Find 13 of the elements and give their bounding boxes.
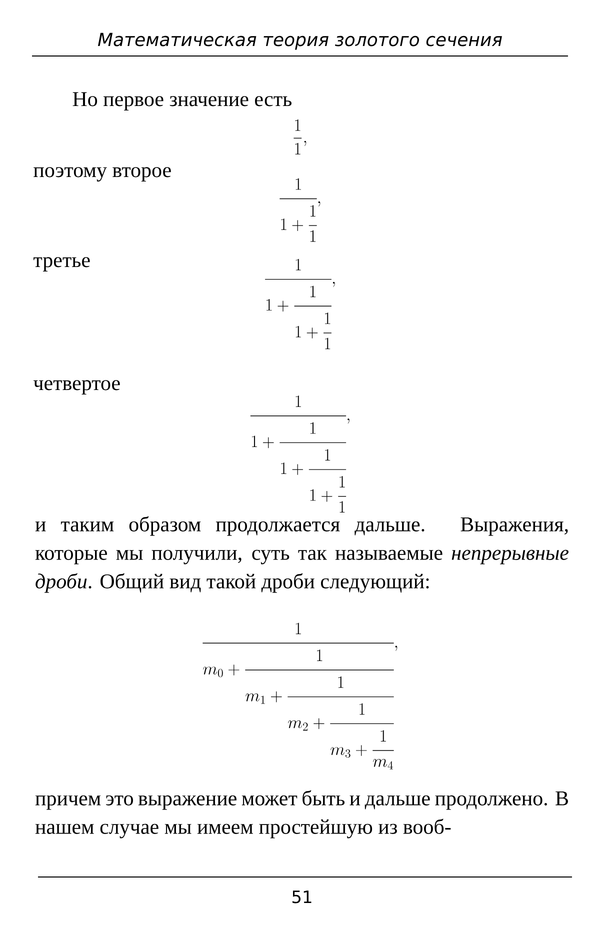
paragraph: и таким образом продолжается дальше. Выражения, которые мы получили, суть так называемые непрерывные дроби. Общий вид такой дроби следующий: xyxy=(35,516,568,593)
body-text: поэтому второе xyxy=(34,167,171,182)
body-text: третье xyxy=(34,257,90,272)
body-text: четвертое xyxy=(34,380,120,394)
body-text: Но первое значение есть xyxy=(72,92,292,110)
page-number: 51 xyxy=(292,890,312,904)
formula: $\cfrac{1}{1+\cfrac{1}{1}},$ xyxy=(280,178,320,242)
running-header: Математическая теория золотого сечения xyxy=(98,32,502,50)
formula: $\cfrac{1}{1+\cfrac{1}{1+\cfrac{1}{1+\cfrac{1}{1}}}},$ xyxy=(250,395,350,513)
paragraph: причем это выражение может быть и дальше продолжено. В нашем случае мы имеем простейшую из вооб- xyxy=(35,790,568,838)
formula: $\frac{1}{1},$ xyxy=(294,119,306,154)
formula: $\cfrac{1}{m_0+\cfrac{1}{m_1+\cfrac{1}{m_2+\cfrac{1}{m_3+\cfrac{1}{m_4}}}}},$ xyxy=(202,622,398,770)
formula: $\cfrac{1}{1+\cfrac{1}{1+\cfrac{1}{1}}},$ xyxy=(265,258,335,350)
